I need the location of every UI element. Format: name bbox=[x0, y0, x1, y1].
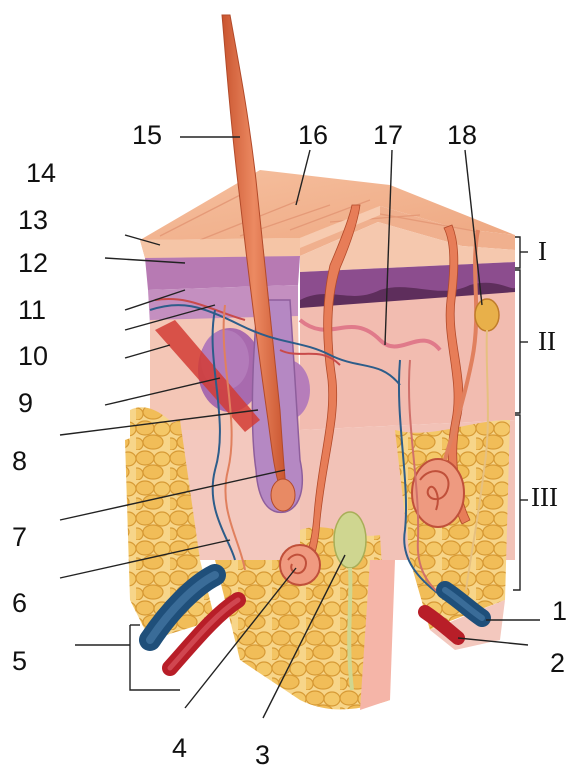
label-10: 10 bbox=[18, 343, 48, 370]
label-4: 4 bbox=[172, 735, 187, 762]
label-14: 14 bbox=[26, 160, 56, 187]
label-13: 13 bbox=[18, 207, 48, 234]
label-17: 17 bbox=[373, 122, 403, 149]
layer-label-I: I bbox=[538, 238, 547, 265]
label-9: 9 bbox=[18, 390, 33, 417]
layer-label-III: III bbox=[531, 484, 558, 511]
label-12: 12 bbox=[18, 250, 48, 277]
sweat-gland-1 bbox=[280, 545, 320, 585]
label-6: 6 bbox=[12, 590, 27, 617]
layer-label-II: II bbox=[538, 328, 556, 355]
label-16: 16 bbox=[298, 122, 328, 149]
layer-brackets bbox=[513, 237, 528, 590]
label-1: 1 bbox=[552, 598, 567, 625]
label-2: 2 bbox=[550, 650, 565, 677]
label-7: 7 bbox=[12, 524, 27, 551]
label-18: 18 bbox=[447, 122, 477, 149]
sweat-gland-2 bbox=[412, 459, 464, 527]
label-8: 8 bbox=[12, 448, 27, 475]
label-5: 5 bbox=[12, 648, 27, 675]
label-3: 3 bbox=[255, 742, 270, 769]
hair-bulb bbox=[271, 479, 295, 511]
label-11: 11 bbox=[18, 297, 46, 324]
label-15: 15 bbox=[132, 122, 162, 149]
